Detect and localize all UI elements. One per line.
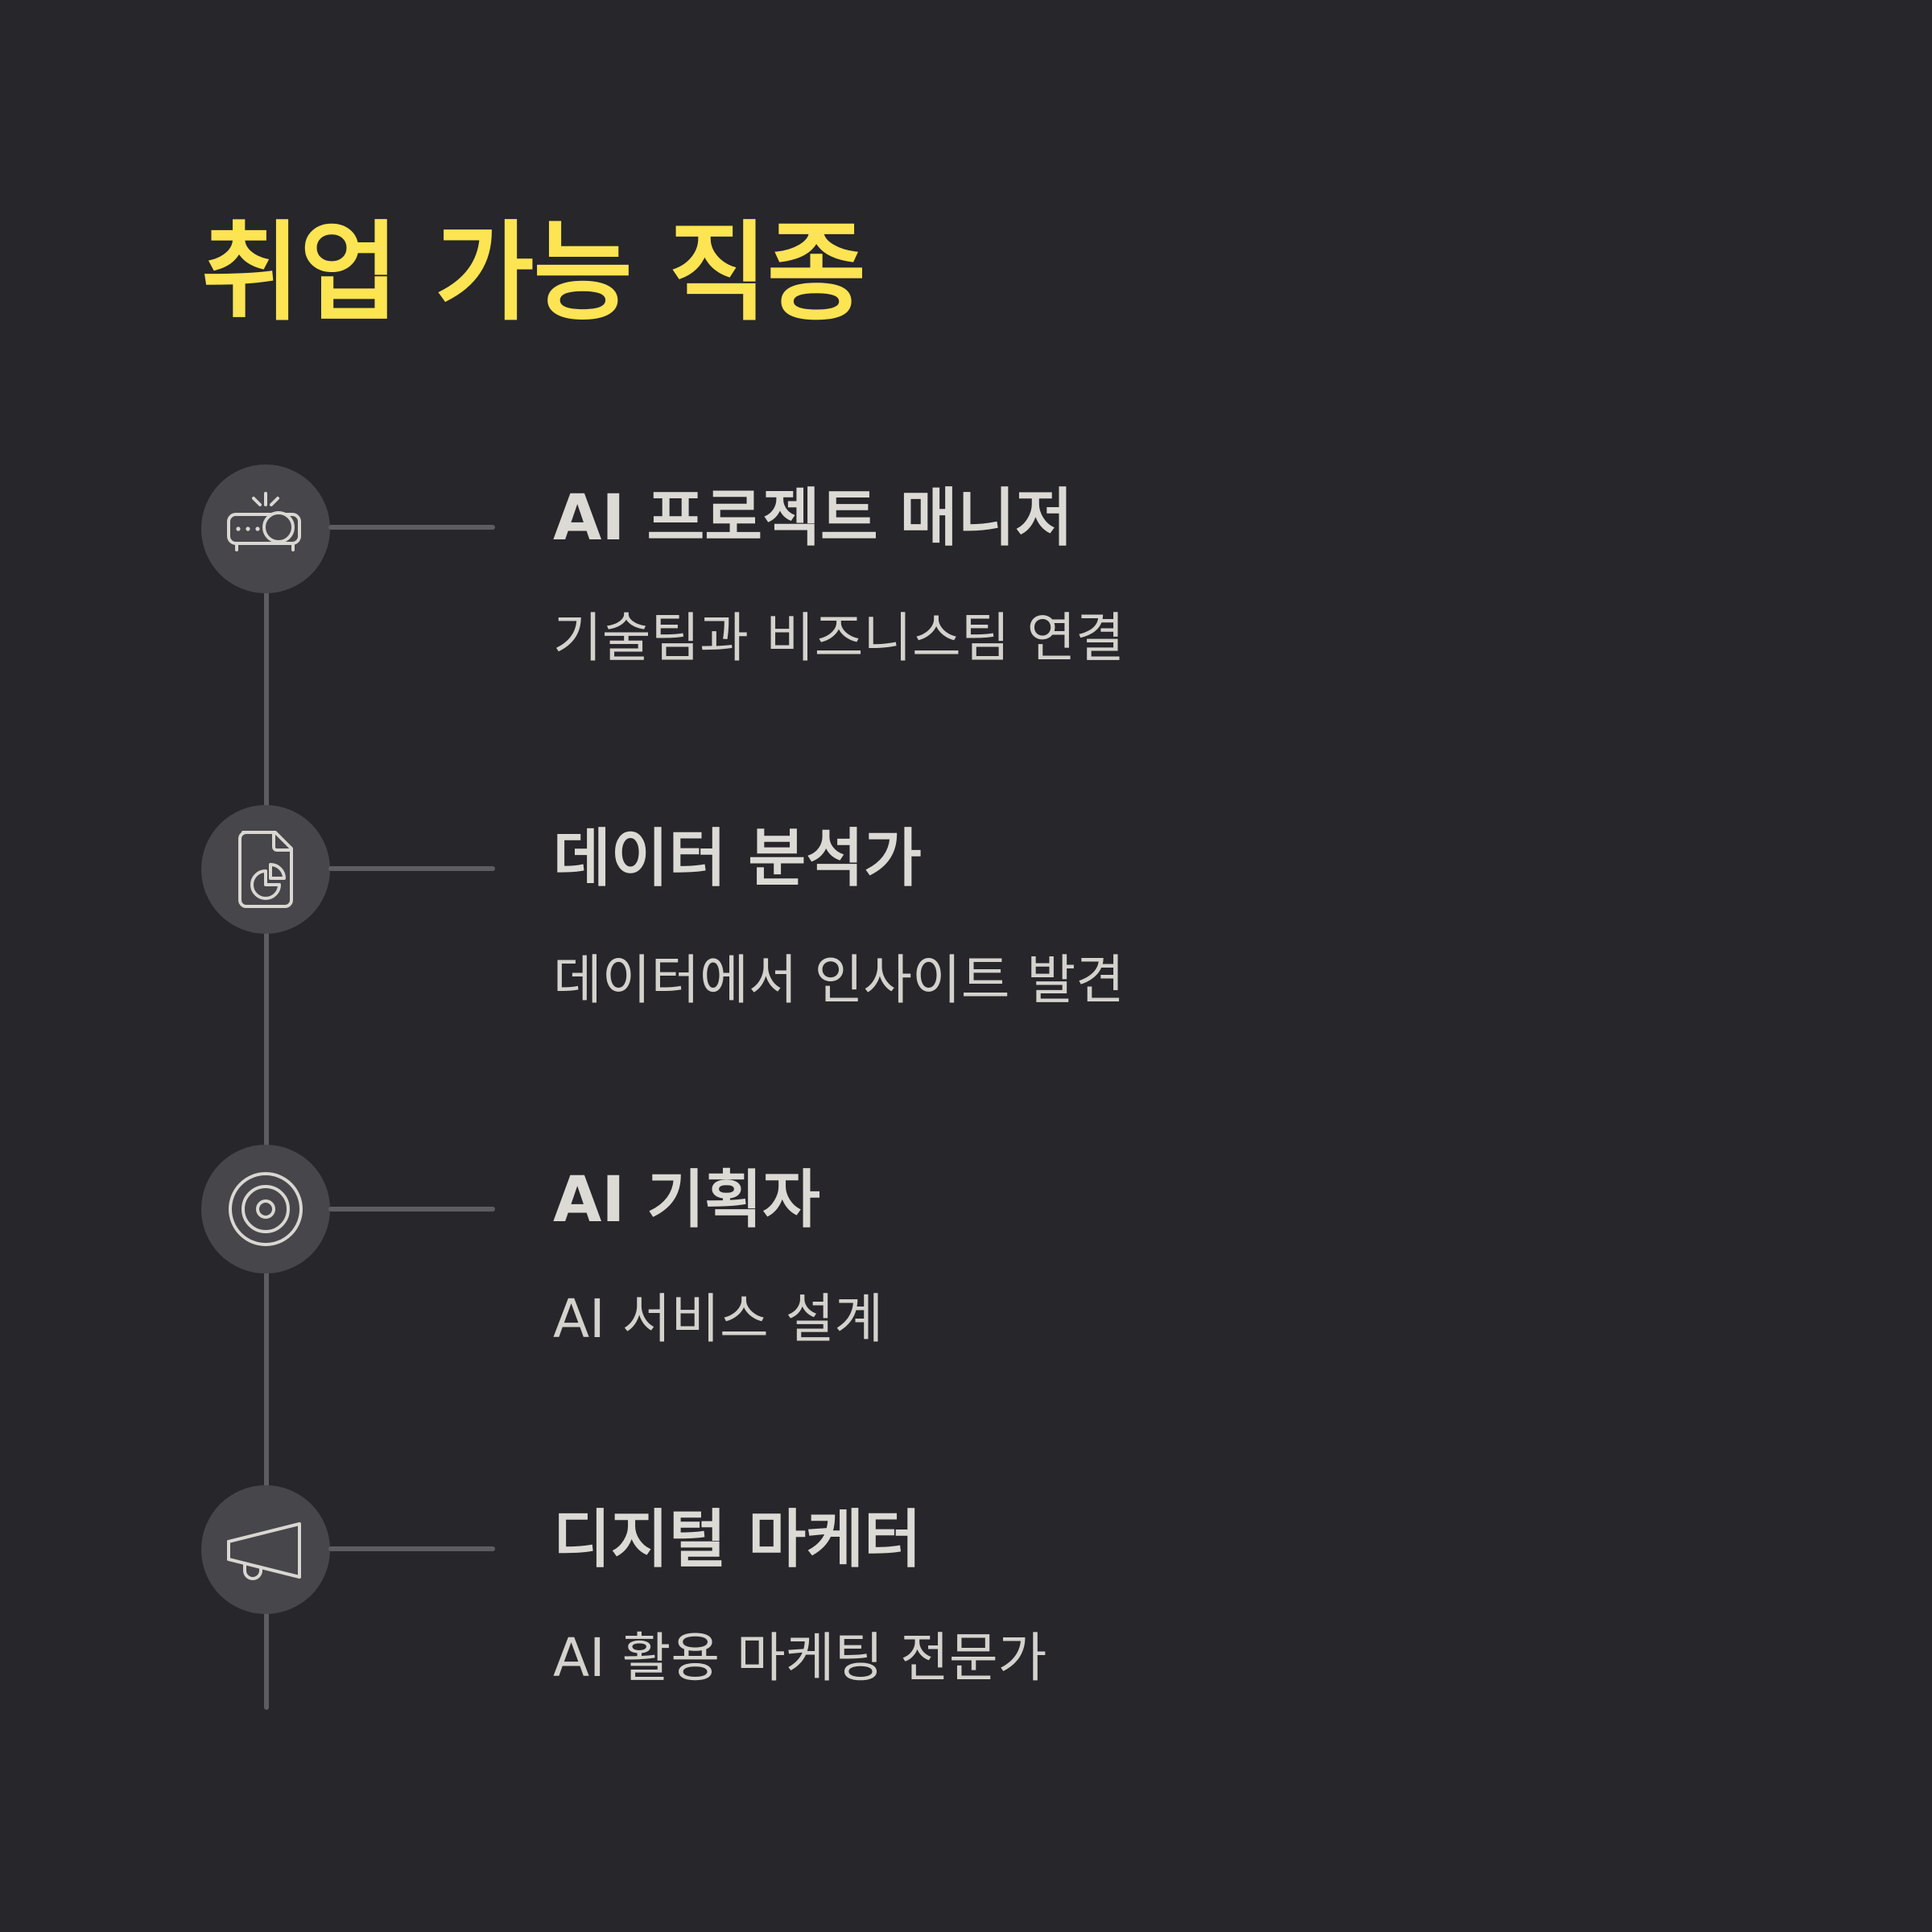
item-description: AI 활용 마케팅 전문가 bbox=[553, 1627, 1047, 1689]
item-title-ai-project-manager: AI 프로젝트 매니저 bbox=[553, 482, 1074, 555]
connector-line bbox=[328, 1546, 495, 1551]
item-description: 기술팀과 비즈니스팀 연결 bbox=[553, 607, 1125, 669]
projector-icon bbox=[227, 492, 301, 551]
item-description: 데이터에서 인사이트 발견 bbox=[553, 949, 1125, 1011]
page-title: 취업 가능 직종 bbox=[201, 210, 866, 336]
item-title-ai-planner: AI 기획자 bbox=[553, 1164, 820, 1236]
timeline-line bbox=[264, 564, 269, 1710]
target-icon bbox=[229, 1172, 303, 1246]
timeline-node-projector bbox=[201, 464, 330, 593]
connector-line bbox=[328, 866, 495, 871]
timeline-node-target bbox=[201, 1145, 330, 1274]
item-description: AI 서비스 설계 bbox=[553, 1288, 884, 1350]
timeline-node-file-chart bbox=[201, 805, 330, 934]
item-title-digital-marketer: 디지털 마케터 bbox=[553, 1504, 922, 1576]
megaphone-icon bbox=[227, 1522, 301, 1580]
connector-line bbox=[328, 1207, 495, 1212]
connector-line bbox=[328, 525, 495, 530]
file-chart-icon bbox=[238, 831, 293, 908]
timeline-node-megaphone bbox=[201, 1485, 330, 1614]
item-title-data-analyst: 데이터 분석가 bbox=[553, 823, 922, 895]
